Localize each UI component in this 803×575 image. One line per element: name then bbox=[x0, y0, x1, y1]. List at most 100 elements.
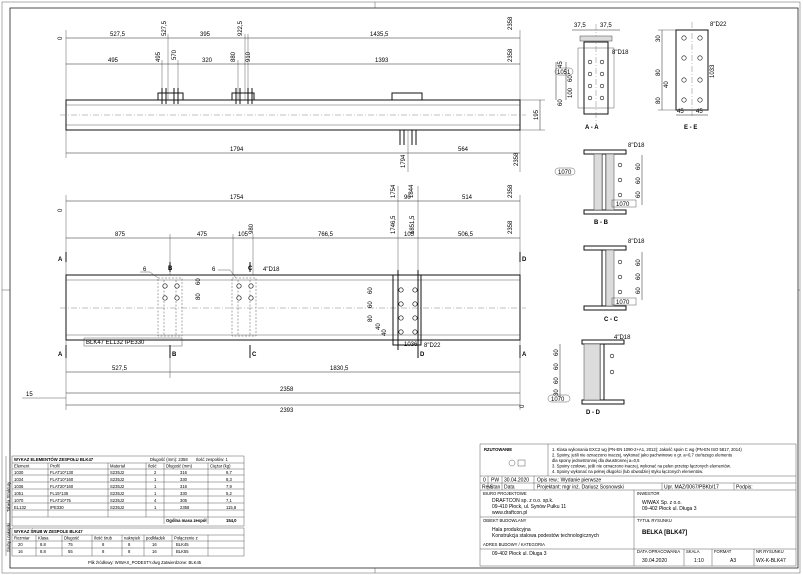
bolts-table-title: WYKAZ ŚRUB W ZESPOLE BLK47 bbox=[14, 529, 83, 534]
aa-dim-37-left: 37,5 bbox=[574, 23, 586, 29]
aa-vdim-2: 60 bbox=[568, 75, 574, 82]
main-dim-15: 15 bbox=[26, 392, 33, 398]
main-dim-1746: 1746,5 bbox=[391, 215, 397, 234]
aa-vdim-3: 100 bbox=[568, 87, 574, 98]
parts-cell-r1-c4: 330 bbox=[180, 477, 188, 482]
projection-symbol-square bbox=[517, 459, 526, 467]
bb-vdim-1: 60 bbox=[636, 163, 642, 170]
section-b-b bbox=[554, 149, 643, 215]
rev-date: 30.04.2020 bbox=[504, 478, 529, 484]
parts-cell-r0-c2: S235J2 bbox=[110, 470, 125, 475]
investor-address: 09-402 Płock ul. Długa 3 bbox=[642, 506, 697, 512]
structure-side-label: Tabela Struktury bbox=[6, 481, 11, 512]
dd-vdim-1: 60 bbox=[554, 349, 560, 356]
bb-label-right: 1070 bbox=[616, 202, 630, 208]
parts-table-meta-length: Długość (mm): 2358 bbox=[150, 457, 188, 462]
section-mark-b-bottom: B bbox=[172, 352, 177, 358]
parts-cell-r0-c5: 9,7 bbox=[226, 470, 232, 475]
parts-cell-r5-c5: 115,8 bbox=[226, 505, 237, 510]
dim-top-922: 922,5 bbox=[238, 20, 244, 36]
parts-cell-r2-c5: 7,9 bbox=[226, 484, 232, 489]
ee-vdim-2: 80 bbox=[656, 69, 662, 76]
rev-header-data: Data bbox=[504, 485, 515, 491]
dim-left-zero: 0 bbox=[58, 36, 64, 40]
beam-elevation-outline bbox=[65, 274, 521, 341]
aa-label-1051: 1051 bbox=[557, 70, 571, 76]
parts-header-length: Długość (mm) bbox=[166, 464, 193, 469]
designer-address: 09-410 Płock, ul. Synów Pułku 11 bbox=[492, 504, 566, 510]
bb-vdim-3: 60 bbox=[636, 191, 642, 198]
parts-cell-r3-c2: S235J2 bbox=[110, 491, 125, 496]
dim-top-527: 527,5 bbox=[110, 32, 126, 38]
object-line-2: Konstrukcja stalowa podestów technologic… bbox=[492, 533, 599, 539]
bolts-cell-r1-c2: 55 bbox=[68, 549, 73, 554]
main-dim-right-0: 0 bbox=[520, 404, 526, 408]
parts-header-weight: Ciężar (kg) bbox=[210, 464, 231, 469]
aa-vdim-1: 45 bbox=[558, 61, 564, 68]
section-mark-d-bottom: D bbox=[420, 352, 425, 358]
bolts-cell-r0-c0: 20 bbox=[18, 542, 23, 547]
main-vdim-4: 60 bbox=[368, 301, 374, 308]
ee-dim-45-left: 45 bbox=[677, 109, 684, 115]
parts-table-footer: Ogólna masa zespół 154,0 bbox=[166, 518, 237, 523]
main-vdim-7: 40 bbox=[382, 329, 388, 336]
main-bolts bbox=[162, 283, 418, 335]
main-dim-total-2393: 2393 bbox=[280, 408, 294, 414]
section-a-a-text: 37,5 37,5 8"D18 1051 45 60 100 60 A - A bbox=[557, 23, 629, 131]
main-elevation bbox=[22, 186, 526, 410]
note-1: 1. Klasa wykonania EXC2 wg (PN-EN 1090-2… bbox=[552, 447, 742, 452]
section-b-b-text: 8"D18 1070 1070 60 60 60 B - B bbox=[558, 143, 645, 226]
bolts-table bbox=[5, 456, 245, 557]
main-dim-506: 506,5 bbox=[458, 232, 474, 238]
bolts-header-washers: podkładek bbox=[146, 536, 166, 541]
parts-cell-r3-c5: 5,2 bbox=[226, 491, 232, 496]
designer-name: DRAFTCON sp. z o.o. sp.k. bbox=[492, 498, 553, 504]
main-dimensions: 0 1754 1754 90 514 1844 2358 875 475 105… bbox=[26, 184, 527, 414]
dd-bolt-note: 4"D18 bbox=[614, 335, 631, 341]
parts-cell-r0-c4: 316 bbox=[180, 470, 188, 475]
parts-cell-r4-c5: 7,1 bbox=[226, 498, 232, 503]
main-dim-1851: 1851,5 bbox=[410, 215, 416, 234]
bolts-cell-r0-c2: 75 bbox=[68, 542, 73, 547]
main-dim-1844-v: 1844 bbox=[409, 184, 415, 198]
section-mark-a-right: A bbox=[522, 352, 527, 358]
dim-r2-880-v: 880 bbox=[231, 51, 237, 62]
format-label: FORMAT bbox=[714, 549, 732, 554]
bolts-cell-r1-c3: 8 bbox=[102, 549, 105, 554]
main-dim-1754-v: 1754 bbox=[391, 184, 397, 198]
site-address-label: ADRES BUDOWY / KATEGORIA bbox=[483, 542, 545, 547]
dd-vdim-2: 60 bbox=[554, 363, 560, 370]
main-vdim-6: 40 bbox=[376, 323, 382, 330]
main-dim-2358-r2: 2358 bbox=[508, 220, 514, 234]
bolts-header-nuts: nakrętek bbox=[124, 536, 141, 541]
parts-cell-r2-c2: S235J2 bbox=[110, 484, 125, 489]
section-mark-c-top: C bbox=[248, 266, 253, 272]
section-a-a bbox=[554, 24, 620, 124]
main-vdim-5: 80 bbox=[368, 315, 374, 322]
section-mark-b-top: B bbox=[168, 266, 173, 272]
bb-bolt-note: 8"D18 bbox=[628, 143, 645, 149]
bolts-cell-r0-c6: BLK45 bbox=[176, 542, 189, 547]
main-dim-zero: 0 bbox=[58, 208, 64, 212]
dim-top-2358: 2358 bbox=[508, 16, 514, 30]
bolts-cell-r1-c0: 16 bbox=[18, 549, 23, 554]
parts-cell-r3-c0: 1051 bbox=[14, 491, 24, 496]
section-mark-a-bottom: A bbox=[58, 352, 63, 358]
main-dim-total-2358: 2358 bbox=[280, 387, 294, 393]
cc-label: 1070 bbox=[616, 300, 630, 306]
rev-number: 0 bbox=[483, 478, 486, 484]
main-dim-bottom-527: 527,5 bbox=[112, 366, 128, 372]
parts-header-material: Materiał bbox=[110, 464, 125, 469]
cc-vdim-2: 60 bbox=[636, 273, 642, 280]
element-label-box bbox=[83, 337, 183, 347]
bolts-cell-r0-c4: 8 bbox=[128, 542, 131, 547]
parts-total-value: 154,0 bbox=[226, 518, 237, 523]
drawing-date: 30.04.2020 bbox=[642, 558, 667, 564]
bolts-cell-r0-c1: 8.8 bbox=[40, 542, 46, 547]
section-b-b-title: B - B bbox=[594, 220, 609, 226]
title-block-text: RZUTOWANIE 1. Klasa wykonania EXC2 wg (P… bbox=[482, 447, 786, 564]
section-mark-c-bottom: C bbox=[252, 352, 257, 358]
footer-source-note: Plik źródłowy: WIWAX_PODESTY.dwg Zatwier… bbox=[88, 560, 202, 565]
